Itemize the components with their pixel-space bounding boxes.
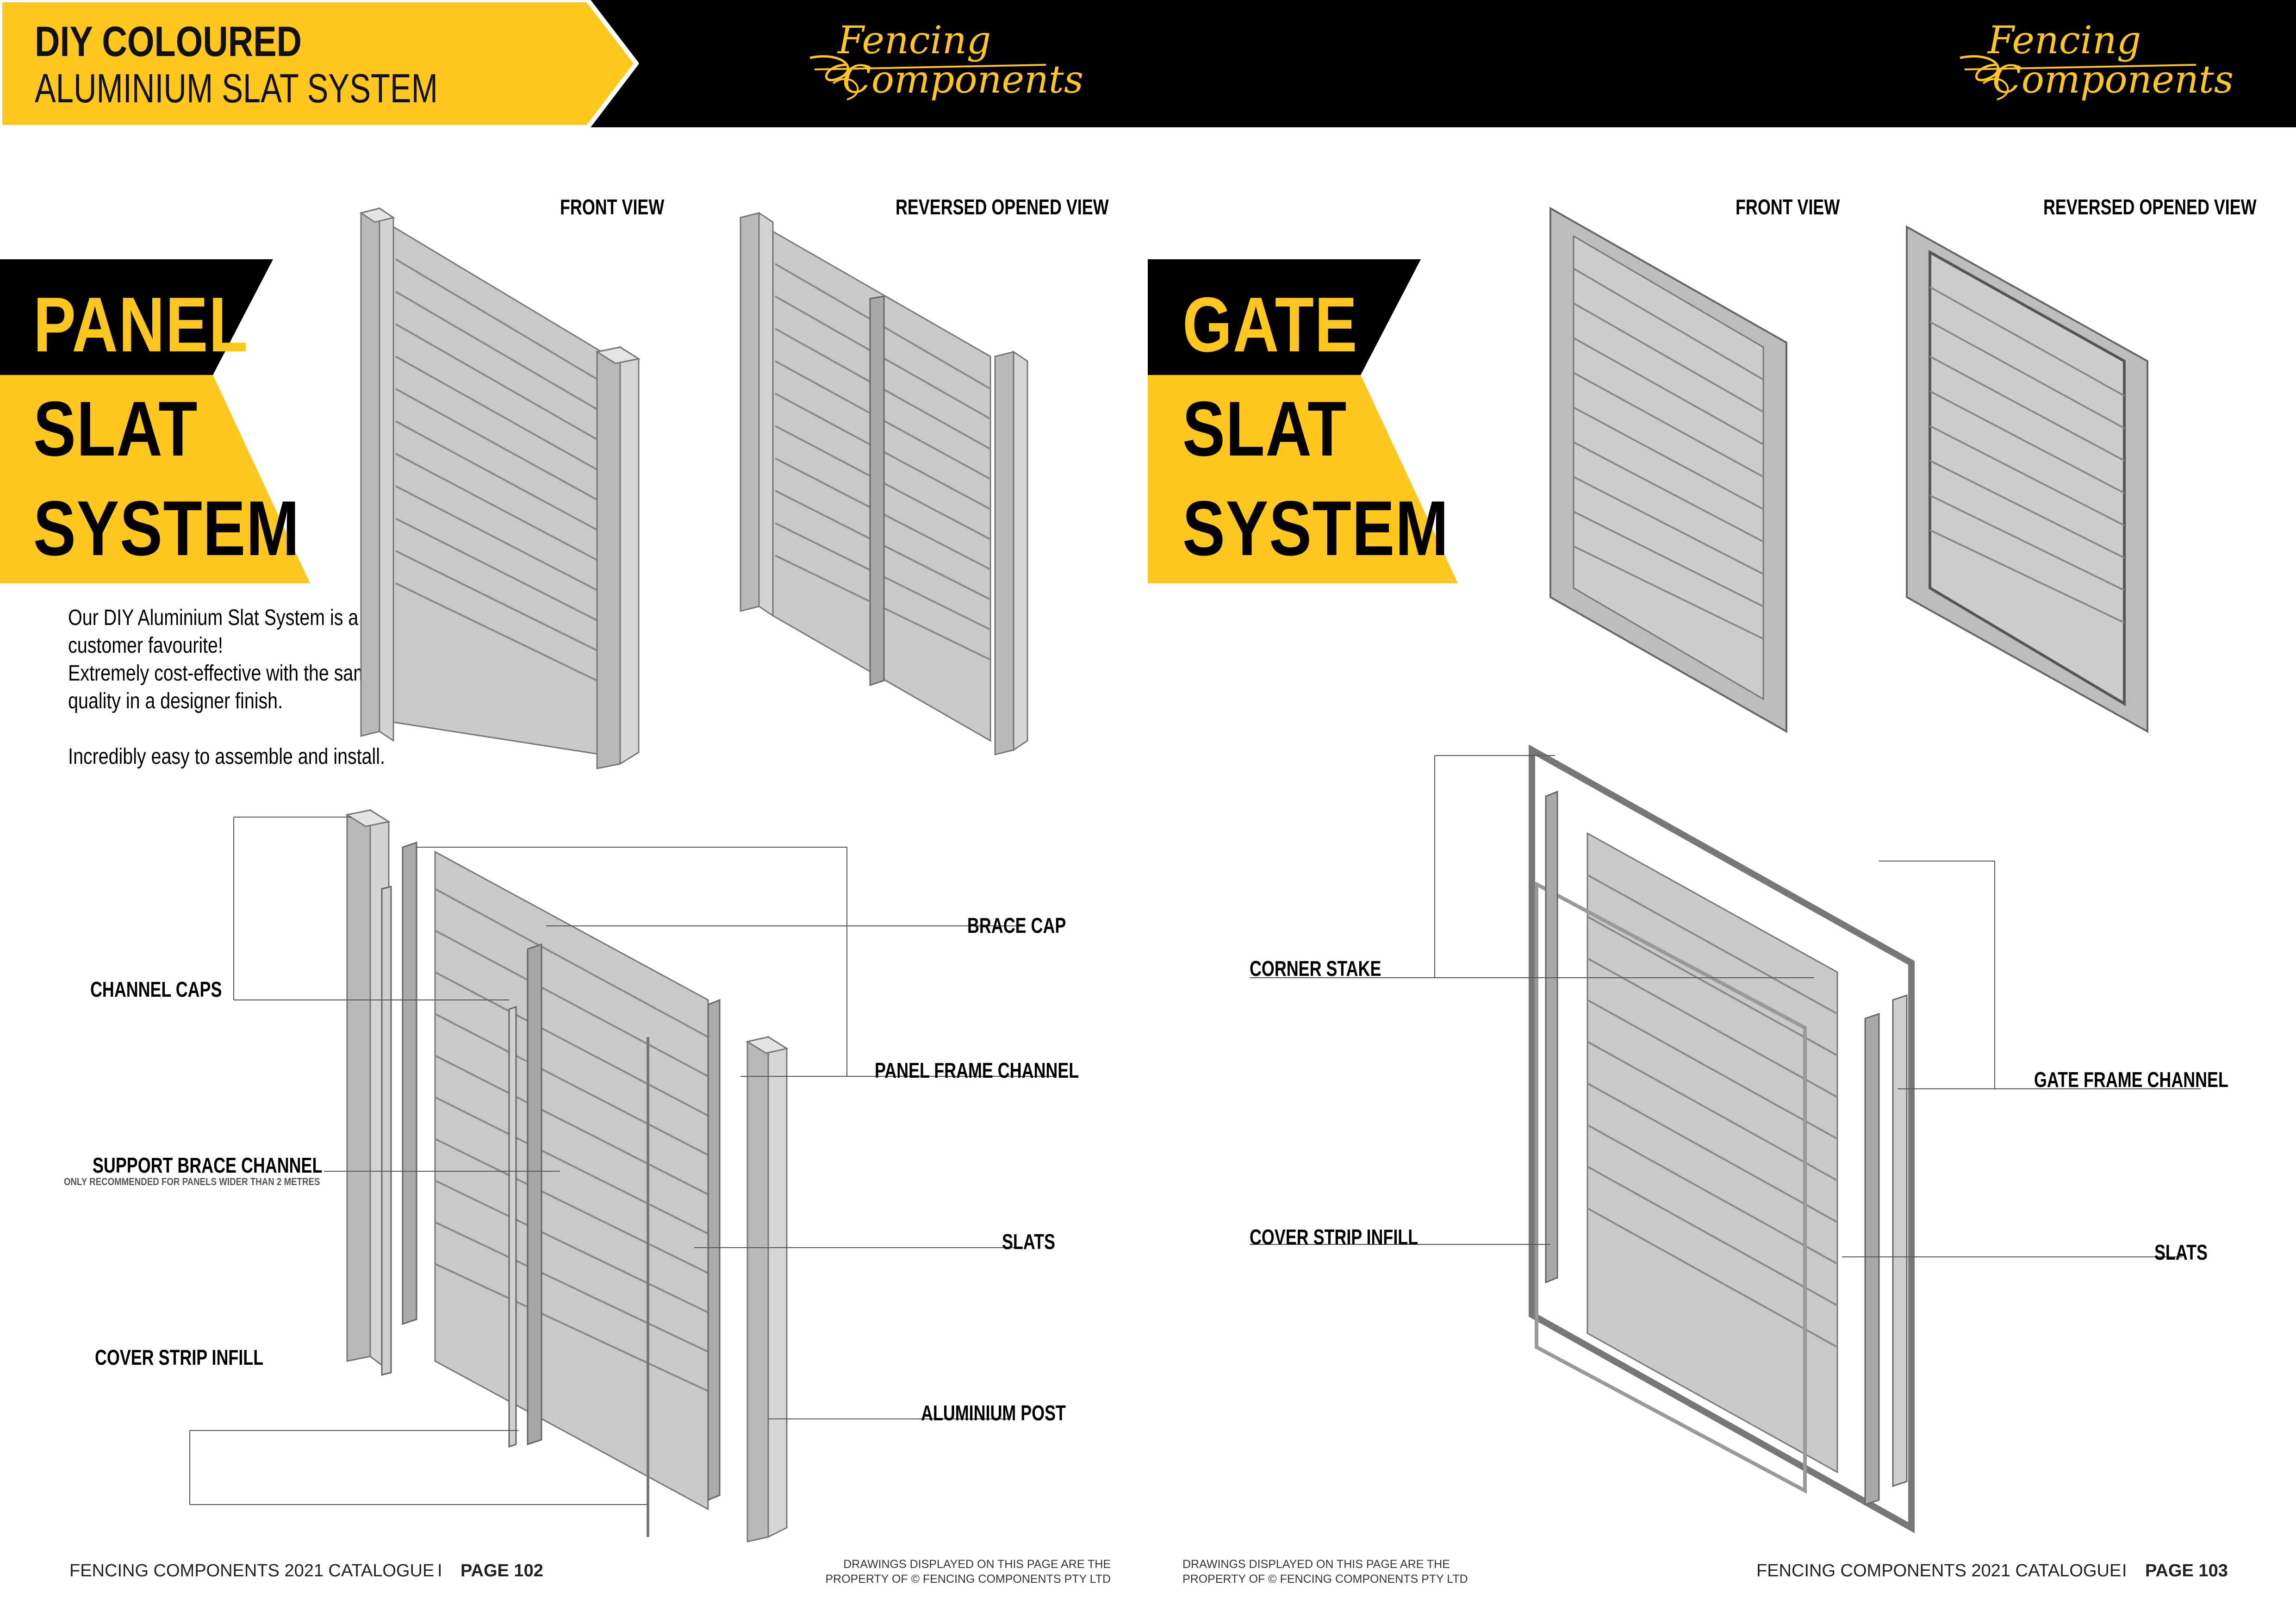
panel-reversed-view-label: REVERSED OPENED VIEW	[896, 195, 1109, 219]
property-line: DRAWINGS DISPLAYED ON THIS PAGE ARE THE	[843, 1558, 1111, 1571]
logo-left-line1: Fencing	[838, 19, 991, 62]
callout-cover-strip-infill: COVER STRIP INFILL	[95, 1345, 264, 1369]
left-footer-catalogue: FENCING COMPONENTS 2021 CATALOGUE	[69, 1561, 435, 1580]
callout-panel-frame-channel: PANEL FRAME CHANNEL	[875, 1058, 1079, 1082]
callout-support-brace-note: ONLY RECOMMENDED FOR PANELS WIDER THAN 2…	[64, 1176, 320, 1187]
callout-gate-cover-strip-infill: COVER STRIP INFILL	[1250, 1225, 1419, 1249]
gate-reversed-view-label: REVERSED OPENED VIEW	[2043, 195, 2257, 219]
gate-callout-lines	[1250, 755, 2201, 1257]
callout-channel-caps: CHANNEL CAPS	[90, 977, 222, 1001]
logo-right-line2: Components	[1992, 58, 2234, 102]
logo-left-line2: Components	[842, 58, 1083, 102]
left-footer-page-number: PAGE 102	[460, 1561, 543, 1580]
gate-badge-line3: SYSTEM	[1182, 485, 1450, 572]
right-footer-property: DRAWINGS DISPLAYED ON THIS PAGE ARE THE …	[1182, 1557, 1468, 1587]
gate-front-view-drawing	[1549, 206, 1787, 733]
callout-corner-stake: CORNER STAKE	[1250, 956, 1381, 981]
panel-badge-line3: SYSTEM	[33, 485, 300, 572]
gate-badge-shape	[1148, 259, 1458, 583]
callout-slats: SLATS	[1002, 1230, 1055, 1254]
logo-left: Fencing Components	[805, 14, 1083, 116]
left-footer-separator: I	[437, 1561, 442, 1580]
fencing-components-logo-icon	[809, 55, 1046, 100]
left-footer-property: DRAWINGS DISPLAYED ON THIS PAGE ARE THE …	[787, 1557, 1111, 1587]
gate-badge-line1: GATE	[1182, 281, 1358, 368]
panel-front-view-label: FRONT VIEW	[560, 195, 665, 219]
header-title-line2: ALUMINIUM SLAT SYSTEM	[35, 65, 438, 111]
description-line: Incredibly easy to assemble and install.	[68, 744, 385, 769]
gate-exploded-drawing	[1529, 744, 1915, 1533]
logo-right: Fencing Components	[1955, 14, 2234, 116]
panel-badge-shape	[0, 259, 310, 583]
property-line: DRAWINGS DISPLAYED ON THIS PAGE ARE THE	[1182, 1558, 1450, 1571]
panel-description: Our DIY Aluminium Slat System is a custo…	[68, 604, 385, 771]
header-title-line1: DIY COLOURED	[35, 18, 302, 65]
callout-gate-slats: SLATS	[2154, 1240, 2208, 1264]
header-title-banner	[0, 0, 639, 127]
right-footer-catalogue: FENCING COMPONENTS 2021 CATALOGUE	[1756, 1561, 2122, 1580]
gate-reversed-view-drawing	[1906, 225, 2148, 733]
description-line: quality in a designer finish.	[68, 689, 283, 713]
gate-front-view-label: FRONT VIEW	[1736, 195, 1840, 219]
callout-aluminium-post: ALUMINIUM POST	[921, 1401, 1066, 1425]
panel-front-view-drawing	[359, 207, 641, 769]
logo-right-line1: Fencing	[1988, 19, 2141, 62]
panel-badge-line1: PANEL	[33, 281, 249, 368]
panel-callout-lines	[189, 817, 1055, 1505]
property-line: PROPERTY OF © FENCING COMPONENTS PTY LTD	[825, 1573, 1111, 1586]
right-footer-separator: I	[2122, 1561, 2127, 1580]
fencing-components-logo-icon	[1960, 55, 2196, 100]
description-line: Extremely cost-effective with the same	[68, 661, 379, 686]
panel-exploded-drawing	[345, 809, 789, 1543]
panel-badge-line2: SLAT	[33, 385, 199, 472]
callout-gate-frame-channel: GATE FRAME CHANNEL	[2034, 1068, 2228, 1092]
description-line: customer favourite!	[68, 633, 223, 658]
property-line: PROPERTY OF © FENCING COMPONENTS PTY LTD	[1182, 1573, 1468, 1586]
right-footer-page-number: PAGE 103	[2145, 1561, 2228, 1580]
panel-reversed-view-drawing	[740, 212, 1028, 756]
description-line	[68, 715, 385, 743]
callout-brace-cap: BRACE CAP	[967, 913, 1066, 937]
gate-badge-line2: SLAT	[1182, 385, 1348, 472]
description-line: Our DIY Aluminium Slat System is a	[68, 606, 359, 630]
callout-support-brace-channel: SUPPORT BRACE CHANNEL	[93, 1153, 323, 1177]
